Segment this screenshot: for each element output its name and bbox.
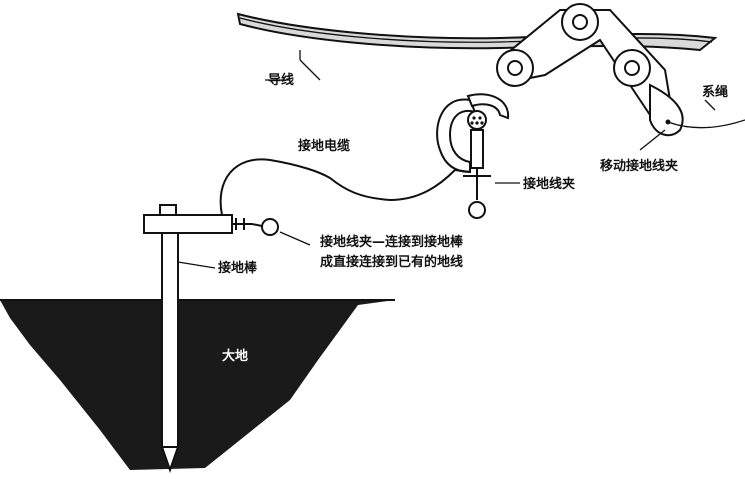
earth-label: 大地 <box>222 348 248 364</box>
moving-clamp-carriage <box>496 3 684 137</box>
clamp-note-line2: 成直接连接到已有的地线 <box>320 254 463 270</box>
ground-rod <box>143 204 279 474</box>
clamp-note-line1: 接地线夹—连接到接地棒 <box>320 234 464 250</box>
ground-cable <box>219 158 456 216</box>
ground-clamp <box>436 93 510 219</box>
earth-pit: 大地 <box>0 299 395 470</box>
ground-clamp-label: 接地线夹 <box>523 176 575 192</box>
conductor-label: 导线 <box>268 72 294 88</box>
rope-label: 系绳 <box>702 84 728 100</box>
rope <box>667 119 745 129</box>
moving-clamp-label: 移动接地线夹 <box>600 158 678 174</box>
ground-cable-label: 接地电缆 <box>298 138 350 154</box>
conductor <box>236 12 718 52</box>
ground-rod-label: 接地棒 <box>218 260 258 276</box>
leader-lines <box>177 50 716 269</box>
